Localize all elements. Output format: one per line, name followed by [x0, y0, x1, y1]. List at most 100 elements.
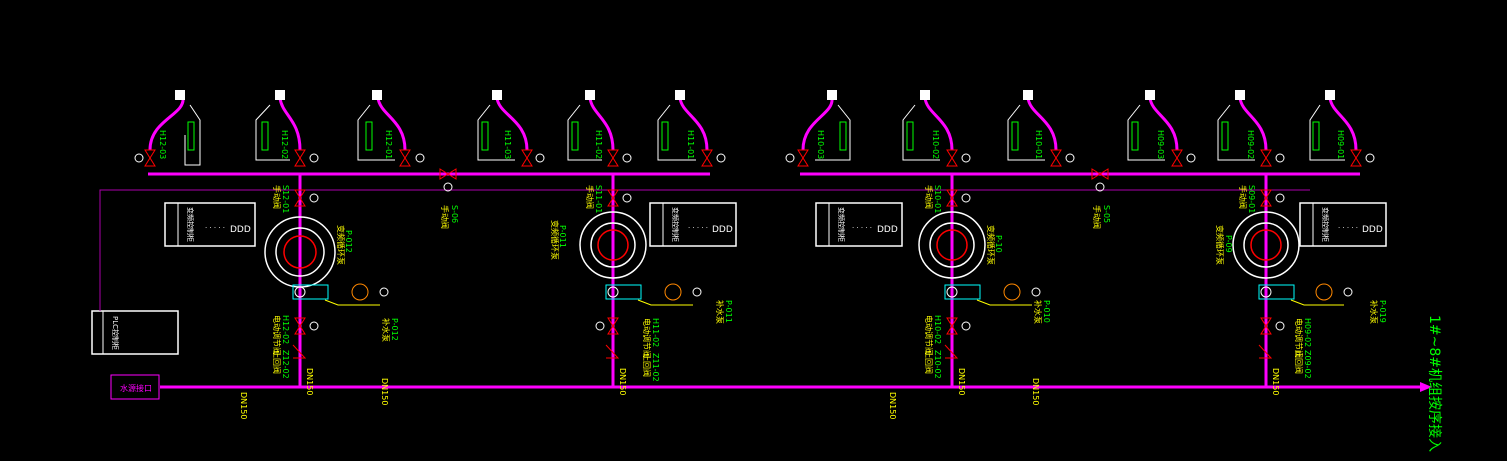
svg-text:DDD: DDD: [877, 225, 898, 235]
svg-text:H11-02: H11-02: [651, 318, 660, 347]
svg-text:手动阀: 手动阀: [1238, 185, 1248, 209]
side-pump-3[interactable]: P-010 补水泵: [944, 283, 1051, 324]
pump-1[interactable]: P-012 变频循环泵: [264, 216, 353, 288]
main-valve-3[interactable]: S10-01 手动阀: [924, 185, 971, 213]
svg-text:P-019: P-019: [1378, 300, 1387, 323]
main-valve-4[interactable]: S09-01 手动阀: [1238, 185, 1285, 213]
top-valve-5[interactable]: H11-02: [567, 90, 632, 167]
svg-text:补水泵: 补水泵: [381, 318, 391, 342]
svg-text:H10-02: H10-02: [933, 315, 942, 344]
svg-text:P-012: P-012: [344, 230, 353, 253]
pump-4[interactable]: P-09 变频循环泵: [1215, 211, 1300, 279]
top-valve-2[interactable]: H12-02: [255, 90, 319, 167]
svg-text:H10-01: H10-01: [1034, 130, 1043, 159]
top-valve-3[interactable]: H12-01: [357, 90, 425, 167]
svg-text:H11-01: H11-01: [686, 130, 695, 159]
source-box-label: 水源接口: [120, 383, 152, 393]
main-valve-1[interactable]: S12-01 手动阀: [272, 185, 319, 213]
pipe-size-3: DN150: [957, 368, 966, 395]
svg-text:手动阀: 手动阀: [924, 185, 934, 209]
inverter-box-3: 变频控制柜 · · · · · DDD: [815, 202, 903, 247]
svg-text:变频控制柜: 变频控制柜: [837, 207, 846, 242]
svg-text:S09-01: S09-01: [1247, 185, 1256, 213]
unit-group-4: H09-03 H09-02 H09-01 S09-01: [1127, 90, 1387, 395]
svg-text:S12-01: S12-01: [281, 185, 290, 213]
bottom-valve-2[interactable]: H11-02 电动调节阀: [595, 317, 660, 358]
svg-text:H09-03: H09-03: [1156, 130, 1165, 159]
svg-text:DDD: DDD: [712, 225, 733, 235]
svg-text:DDD: DDD: [230, 225, 251, 235]
main-pipe-size-3: DN150: [888, 392, 897, 419]
svg-text:H11-02: H11-02: [594, 130, 603, 159]
top-valve-11[interactable]: H09-02: [1217, 90, 1285, 167]
svg-text:变频控制柜: 变频控制柜: [186, 207, 195, 242]
side-pump-4[interactable]: P-019 补水泵: [1258, 283, 1387, 324]
check-valve-3[interactable]: Z10-02 止回阀: [924, 344, 959, 379]
top-valve-9[interactable]: H10-01: [1007, 90, 1075, 167]
top-valve-10[interactable]: H09-03: [1127, 90, 1196, 167]
svg-text:Z12-02: Z12-02: [281, 350, 290, 379]
svg-text:电动调节阀: 电动调节阀: [924, 315, 934, 355]
svg-text:H12-03: H12-03: [158, 130, 167, 159]
svg-text:· · · · ·: · · · · ·: [688, 224, 708, 232]
bottom-valve-4[interactable]: H09-02 电动调节阀: [1260, 317, 1312, 358]
pipe-size-4: DN150: [1271, 368, 1280, 395]
svg-text:手动阀: 手动阀: [440, 205, 450, 229]
top-valve-7[interactable]: H10-03: [785, 90, 851, 167]
svg-text:电动调节阀: 电动调节阀: [642, 318, 652, 358]
svg-text:P-012: P-012: [390, 318, 399, 341]
svg-text:电动调节阀: 电动调节阀: [272, 315, 282, 355]
flow-arrow-icon: [1420, 382, 1432, 392]
bottom-valve-3[interactable]: H10-02 电动调节阀: [924, 315, 971, 355]
svg-text:手动阀: 手动阀: [272, 185, 282, 209]
center-valve-s06[interactable]: S-06 手动阀: [439, 168, 459, 229]
svg-text:补水泵: 补水泵: [1033, 300, 1043, 324]
svg-text:P-09: P-09: [1224, 235, 1233, 253]
control-wire: [99, 189, 1310, 311]
pump-3[interactable]: P-10 变频循环泵: [918, 211, 1003, 279]
side-pump-1[interactable]: P-012 补水泵: [292, 283, 399, 342]
bottom-valve-1[interactable]: H12-02 电动调节阀: [272, 315, 319, 355]
top-valve-12[interactable]: H09-01: [1309, 90, 1375, 167]
svg-text:S10-01: S10-01: [933, 185, 942, 213]
pipe-size-2: DN150: [618, 368, 627, 395]
svg-text:补水泵: 补水泵: [715, 300, 725, 324]
top-valve-8[interactable]: H10-02: [902, 90, 971, 167]
top-valve-6[interactable]: H11-01: [657, 90, 726, 167]
svg-text:H09-01: H09-01: [1336, 130, 1345, 159]
svg-text:Z09-02: Z09-02: [1303, 350, 1312, 379]
svg-text:P-011: P-011: [724, 300, 733, 323]
unit-group-3: H10-03 H10-02 H10-01 S-05 手: [785, 90, 1111, 395]
center-valve-s05[interactable]: S-05 手动阀: [1091, 168, 1111, 229]
svg-text:手动阀: 手动阀: [1092, 205, 1102, 229]
svg-text:P-010: P-010: [1042, 300, 1051, 323]
check-valve-4[interactable]: Z09-02 止回阀: [1258, 344, 1312, 379]
svg-text:· · · · ·: · · · · ·: [1338, 224, 1358, 232]
main-pipe-size-2: DN150: [380, 378, 389, 405]
svg-text:H12-02: H12-02: [280, 130, 289, 159]
svg-text:· · · · ·: · · · · ·: [205, 224, 225, 232]
pipe-size-1: DN150: [305, 368, 314, 395]
svg-text:H09-02: H09-02: [1246, 130, 1255, 159]
svg-text:H10-03: H10-03: [816, 130, 825, 159]
pump-2[interactable]: P-011 变频循环泵: [550, 211, 647, 279]
inverter-box-2: 变频控制柜 · · · · · DDD: [649, 202, 737, 247]
diagram-title: 1#~8#机组按序接入: [1426, 315, 1443, 452]
top-valve-1[interactable]: H12-03: [134, 90, 201, 167]
control-cabinet-label: PLC控制柜: [111, 316, 120, 350]
inverter-box-4: 变频控制柜 · · · · · DDD: [1299, 202, 1387, 247]
main-valve-2[interactable]: S11-01 手动阀: [585, 185, 632, 213]
svg-text:H09-02: H09-02: [1303, 318, 1312, 347]
svg-text:电动调节阀: 电动调节阀: [1294, 318, 1304, 358]
svg-text:补水泵: 补水泵: [1369, 300, 1379, 324]
top-valve-4[interactable]: H11-03: [477, 90, 545, 167]
svg-text:H11-03: H11-03: [503, 130, 512, 159]
check-valve-1[interactable]: Z12-02 止回阀: [272, 344, 307, 379]
svg-text:S11-01: S11-01: [594, 185, 603, 213]
check-valve-2[interactable]: Z11-02 止回阀: [605, 344, 660, 382]
svg-text:手动阀: 手动阀: [585, 185, 595, 209]
side-pump-2[interactable]: P-011 补水泵: [605, 283, 733, 324]
unit-group-1: H12-03 H12-02 H12-01 S-06: [134, 90, 459, 395]
svg-text:Z10-02: Z10-02: [933, 350, 942, 379]
